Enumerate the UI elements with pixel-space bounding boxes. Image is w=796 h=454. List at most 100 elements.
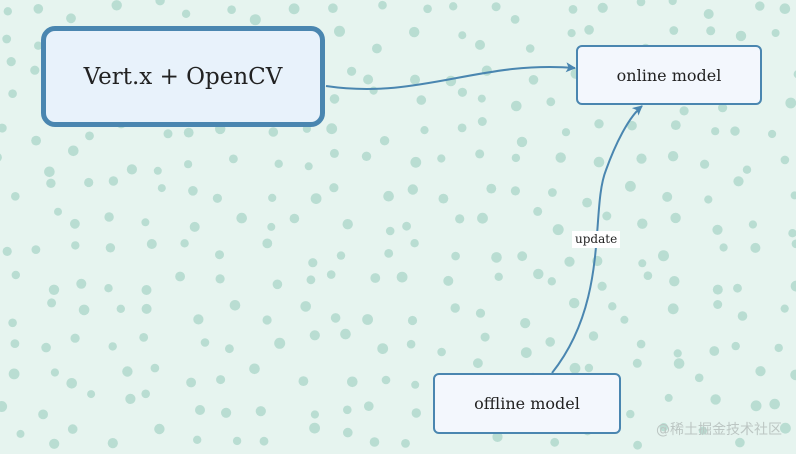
background-dot [733,283,742,293]
background-dot [737,311,748,321]
background-dot [636,0,646,7]
background-dot [111,0,122,11]
background-dot [409,26,420,38]
node-offline-model[interactable]: offline model [433,373,621,434]
background-dot [491,2,501,12]
background-dot [520,318,531,329]
background-dot [369,437,380,447]
background-dot [41,342,51,353]
background-dot [141,303,152,314]
background-dot [340,328,351,340]
background-dot [125,393,136,404]
background-dot [407,184,418,195]
background-dot [475,149,485,159]
background-dot [116,304,126,313]
background-dot [437,347,446,357]
background-dot [259,436,269,446]
background-dot [272,279,283,290]
background-dot [584,363,594,373]
background-dot [719,243,728,252]
background-dot [780,304,789,313]
background-dot [668,0,677,6]
background-dot [627,120,637,131]
background-dot [769,398,780,410]
background-dot [146,239,157,249]
background-dot [0,153,2,162]
background-dot [8,368,20,380]
background-dot [153,166,162,175]
background-dot [155,0,165,6]
background-dot [679,106,689,116]
node-vertx-opencv[interactable]: Vert.x + OpenCV [41,26,325,127]
background-dot [568,4,578,14]
background-dot [163,129,173,139]
background-dot [212,193,222,203]
background-dot [255,406,266,417]
background-dot [626,409,635,419]
background-dot [383,190,394,202]
background-dot [157,184,166,193]
background-dot [10,339,20,348]
background-dot [326,270,336,279]
background-dot [362,314,373,325]
background-dot [361,151,372,161]
background-dot [670,120,681,130]
background-dot [38,409,48,420]
background-dot [420,126,429,135]
background-dot [310,193,322,205]
background-dot [186,377,197,388]
background-dot [215,274,225,284]
background-dot [309,422,320,434]
background-dot [588,331,599,341]
background-dot [31,135,41,146]
node-online-model-label: online model [616,65,722,85]
background-dot [638,259,647,268]
background-dot [755,1,765,11]
background-dot [308,258,318,268]
background-dot [533,206,543,216]
background-dot [31,245,41,255]
background-dot [608,302,617,311]
background-dot [548,188,557,197]
background-dot [46,178,56,188]
background-dot [706,26,716,36]
background-dot [378,0,387,10]
background-dot [193,435,202,444]
background-dot [748,220,758,229]
background-dot [288,3,300,15]
background-dot [597,281,607,291]
background-dot [511,100,522,112]
background-dot [66,378,77,389]
background-dot [221,407,232,418]
background-dot [126,164,137,175]
background-dot [330,313,341,323]
background-dot [517,251,528,262]
background-dot [411,380,420,389]
background-dot [104,284,113,293]
background-dot [790,369,796,381]
background-dot [735,30,747,42]
background-dot [546,97,556,107]
node-online-model[interactable]: online model [576,45,762,105]
background-dot [547,277,556,286]
background-dot [516,136,528,148]
background-dot [229,300,241,311]
background-dot [342,219,353,230]
background-dot [492,431,503,442]
background-dot [411,408,421,418]
background-dot [54,207,62,216]
background-dot [48,284,60,295]
background-dot [329,148,339,158]
background-dot [750,242,761,253]
background-dot [268,127,279,137]
background-dot [731,341,740,351]
background-dot [84,177,94,188]
background-dot [594,119,604,129]
background-dot [67,424,78,434]
background-dot [632,358,642,368]
background-dot [780,422,791,434]
background-dot [730,126,740,136]
background-dot [6,57,16,67]
background-dot [304,162,313,171]
background-dot [659,423,668,432]
